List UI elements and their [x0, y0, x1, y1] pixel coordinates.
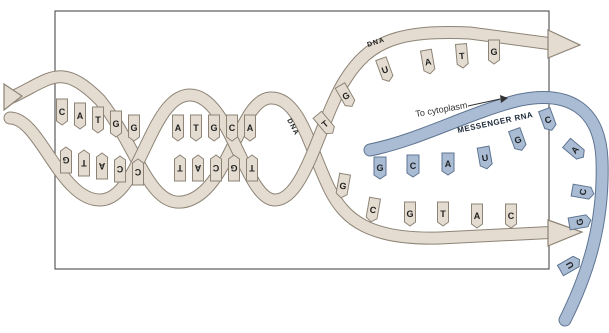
lower-strand-base-letter: T — [440, 209, 446, 219]
helix1-top-base: A — [75, 103, 86, 129]
helix2-bottom-base: A — [193, 155, 204, 181]
upper-strand-base: T — [455, 44, 468, 69]
mrna-base: G — [374, 157, 386, 179]
helix2-top-base-letter: C — [229, 123, 236, 133]
lower-strand-base-letter: C — [508, 211, 515, 221]
mrna-base-letter: G — [376, 163, 383, 173]
helix1-top-base: G — [111, 111, 122, 137]
helix1-top-base: G — [129, 115, 140, 141]
helix1-bottom-base: C — [115, 156, 126, 182]
mrna-base-letter: A — [445, 159, 452, 169]
helix2-top-base-letter: A — [175, 123, 182, 133]
helix2-bottom-base: T — [247, 155, 258, 181]
helix1-bottom-base-letter: C — [116, 164, 123, 174]
helix1-bottom-base: A — [97, 153, 108, 179]
helix1-bottom-base-letter: T — [81, 158, 87, 168]
helix2-top-base: A — [173, 115, 184, 141]
mrna-base-letter: C — [410, 161, 417, 171]
upper-strand-base-letter: G — [490, 47, 497, 57]
helix1-top-base-letter: T — [95, 115, 101, 125]
helix1-bottom-base-letter: G — [62, 155, 69, 165]
helix2-bottom-base-letter: C — [212, 163, 219, 173]
helix2-bottom-base-letter: T — [249, 163, 255, 173]
helix2-top-base: G — [209, 115, 220, 141]
lower-strand-base: T — [438, 202, 449, 226]
arrowhead-top-icon — [548, 30, 580, 58]
lower-strand-base: C — [506, 204, 517, 228]
lower-strand-base: A — [472, 204, 483, 228]
helix1-top-base-letter: G — [112, 119, 119, 129]
upper-strand-base: G — [489, 40, 500, 64]
helix2-top-base: C — [227, 115, 238, 141]
helix1-top-base-letter: A — [77, 111, 84, 121]
helix2-bottom-base-letter: T — [177, 163, 183, 173]
lower-strand-base: G — [405, 202, 416, 226]
helix1-top-base: C — [57, 99, 68, 125]
helix2-bottom-base: T — [175, 155, 186, 181]
helix1-top-base-letter: G — [130, 123, 137, 133]
helix1-bottom-base: T — [79, 150, 90, 176]
mrna-base: A — [563, 138, 588, 161]
helix1-bottom-base: C — [133, 159, 144, 185]
helix2-bottom-base: G — [229, 155, 240, 181]
helix2-bottom-base-letter: A — [194, 163, 201, 173]
helix1-bottom-base-letter: C — [134, 167, 141, 177]
helix1-bottom-base-letter: A — [98, 161, 105, 171]
helix1-top-base-letter: C — [59, 107, 66, 117]
helix1-top-base: T — [93, 107, 104, 133]
lower-strand-base-letter: A — [474, 211, 481, 221]
mrna-base: A — [442, 153, 454, 175]
helix2-bottom-base-letter: G — [230, 163, 237, 173]
mrna-base: C — [407, 155, 419, 177]
helix1-bottom-base: G — [61, 147, 72, 173]
helix2-top-base-letter: G — [210, 123, 217, 133]
mrna-base: C — [571, 184, 595, 200]
helix2-bottom-base: C — [211, 155, 222, 181]
helix2-top-base-letter: A — [247, 123, 254, 133]
helix2-top-base: T — [191, 115, 202, 141]
helix2-top-base-letter: T — [193, 123, 199, 133]
helix2-top-base: A — [245, 115, 256, 141]
mrna-base: G — [568, 214, 592, 230]
lower-strand-base-letter: G — [406, 209, 413, 219]
